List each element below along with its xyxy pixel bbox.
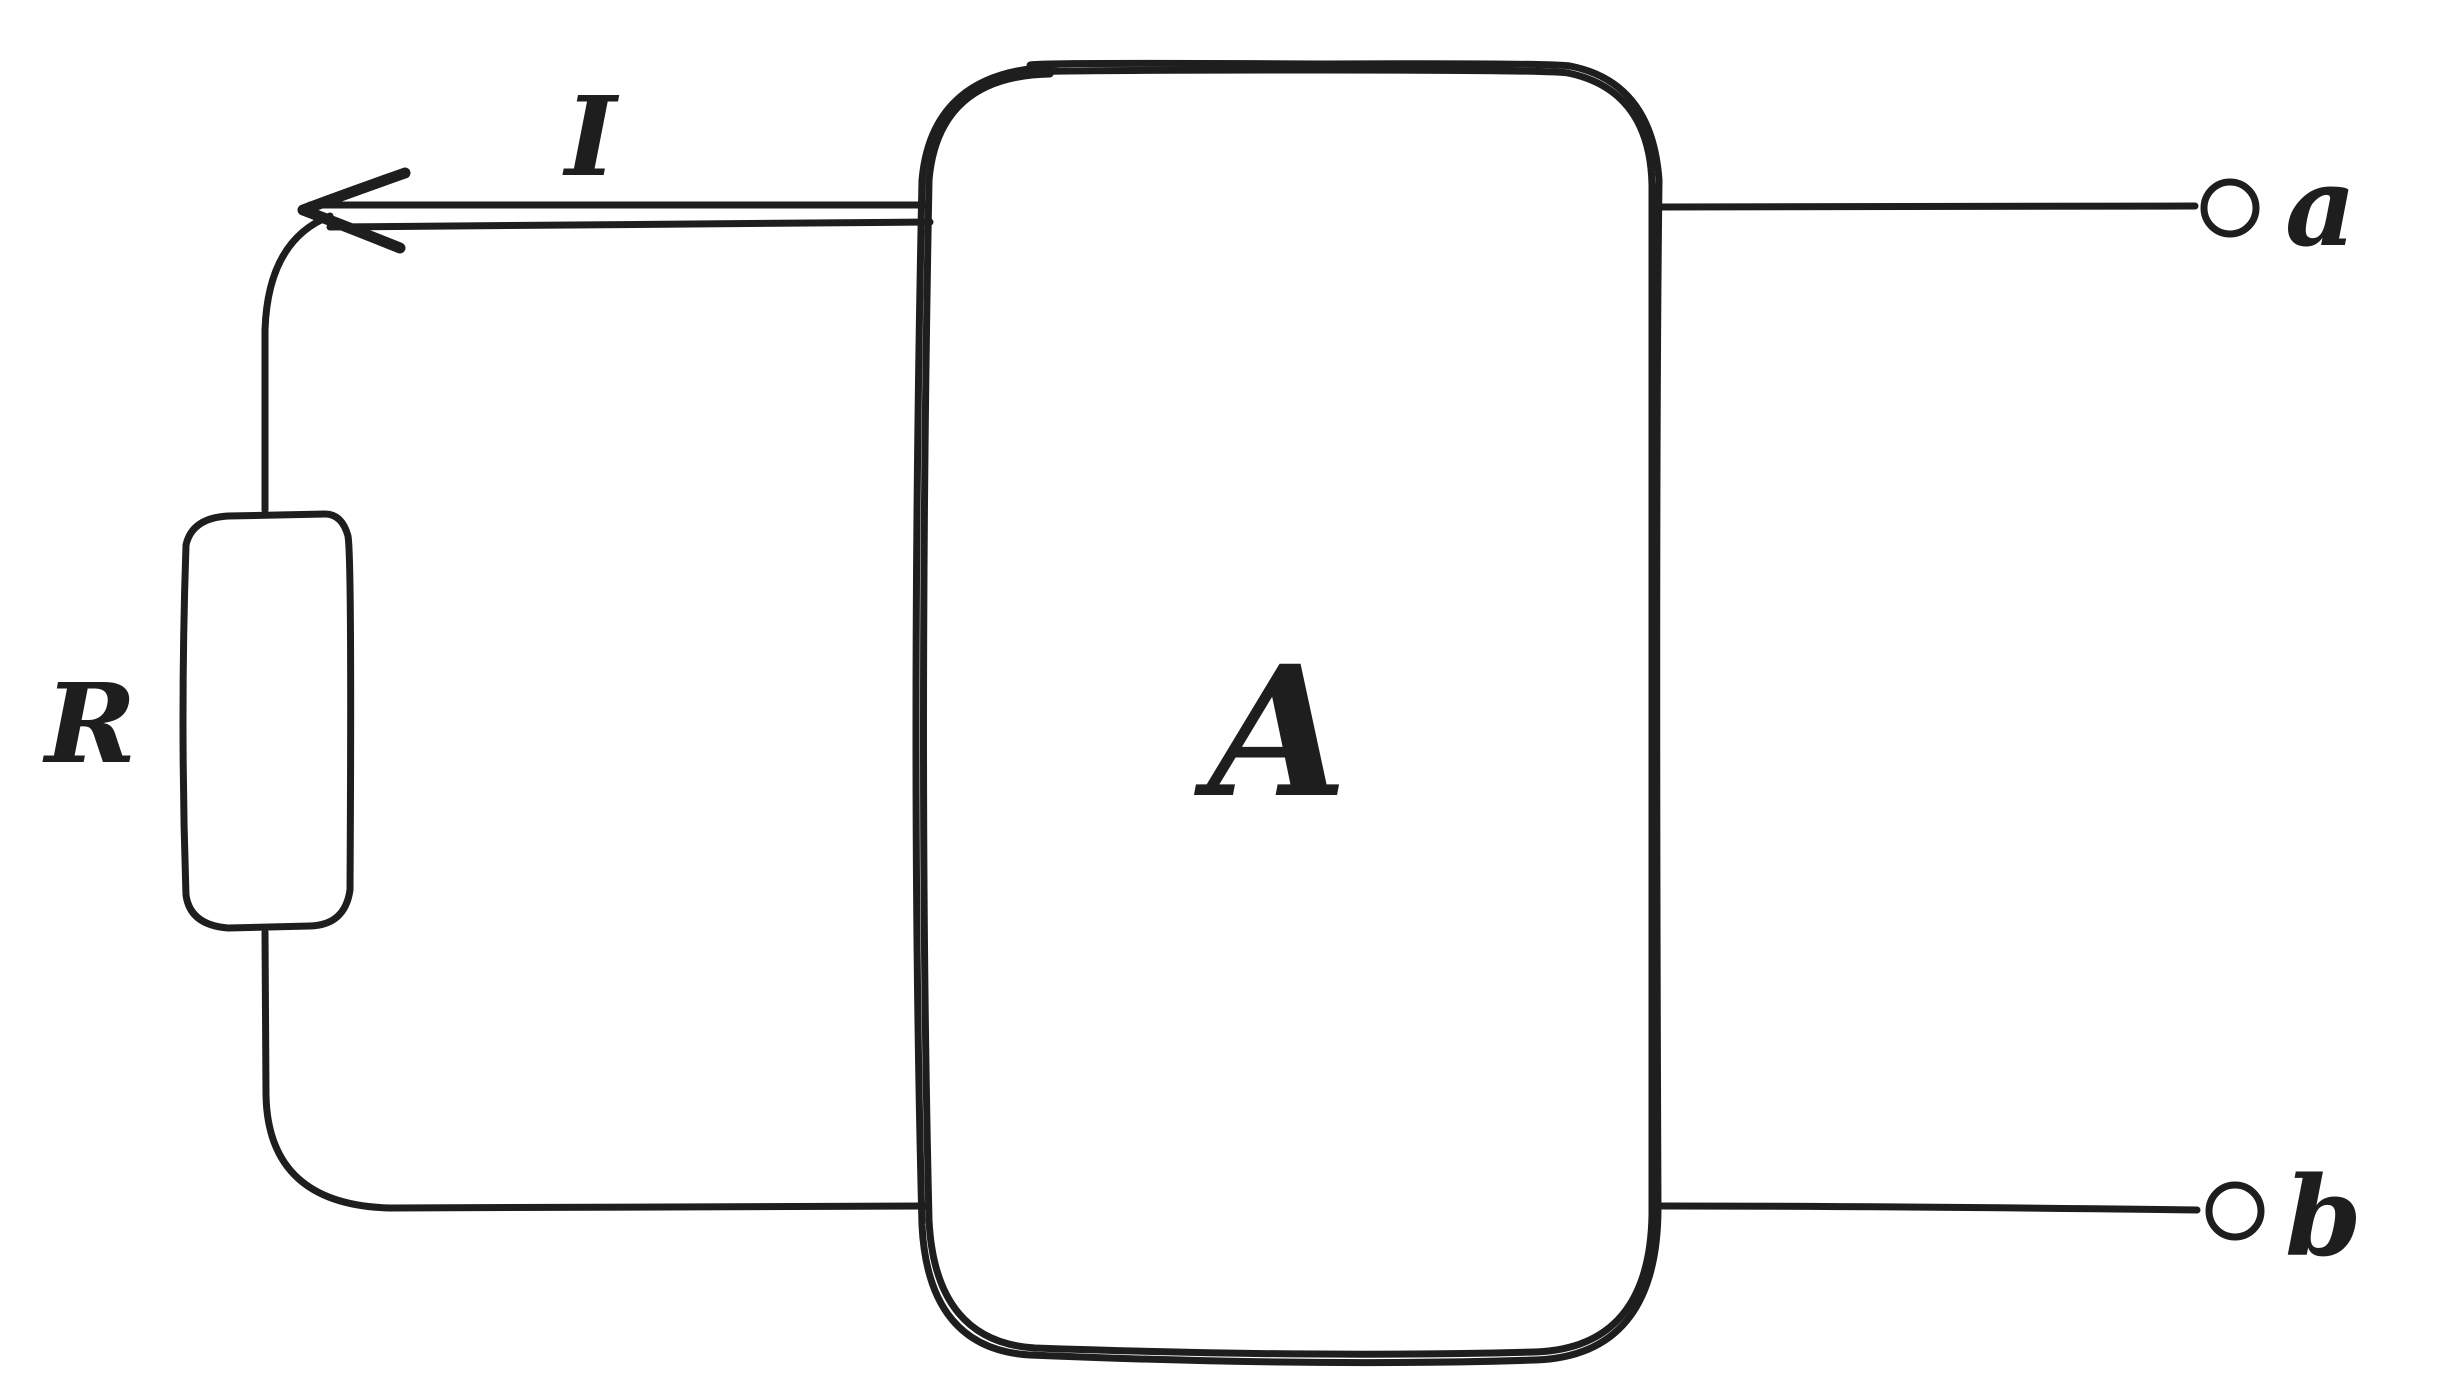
left-upper-wire <box>261 212 334 514</box>
network-box-outline-inner <box>920 66 1656 1358</box>
current-arrow-icon <box>297 167 411 254</box>
terminal-b-label: b <box>2285 1152 2362 1281</box>
terminal-a-node[interactable] <box>2200 178 2260 238</box>
bottom-wire <box>261 928 929 1212</box>
resistor-label: R <box>42 659 136 788</box>
resistor-body <box>179 510 355 932</box>
network-box-outline-outer <box>912 59 1663 1367</box>
resistor <box>179 510 355 932</box>
wire-to-terminal-a <box>1658 202 2199 211</box>
network-box <box>912 59 1663 1367</box>
terminal-b-node[interactable] <box>2205 1181 2265 1241</box>
current-wire <box>261 167 934 514</box>
terminal-a-label: a <box>2285 142 2356 271</box>
network-label: A <box>1193 627 1348 838</box>
wire-to-terminal-b <box>1658 1202 2201 1214</box>
current-label: I <box>562 72 620 201</box>
top-left-wire-inner <box>326 218 934 231</box>
left-lower-wire <box>261 928 929 1212</box>
terminal-wires <box>1658 202 2201 1214</box>
